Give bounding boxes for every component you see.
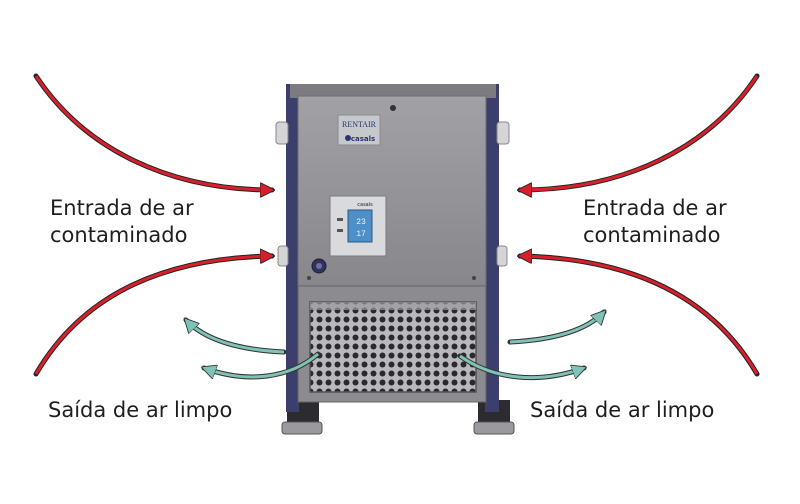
inlet-label-right: Entrada de ar contaminado [583,195,727,249]
outlet-arrow [507,309,607,345]
power-knob[interactable] [311,258,327,274]
grille [309,301,477,393]
outlet-arrow [204,352,319,377]
inlet-arrows [33,73,760,377]
inlet-label-right-line2: contaminado [583,223,721,247]
outlet-arrow [183,317,287,355]
inlet-arrow [34,256,272,375]
outlet-arrows [183,309,607,381]
inlet-arrow [517,73,760,193]
inlet-arrow [520,256,759,375]
inlet-label-left-line1: Entrada de ar [50,196,194,220]
display-readout-bottom: 17 [356,230,366,239]
device-feet [281,400,515,435]
inlet-arrow [33,253,275,377]
inlet-arrow [34,75,272,190]
outlet-arrow [459,354,584,378]
device-frame [286,84,499,412]
panel-logo: casals [357,202,373,208]
brand-logo: RENTAIR [342,120,377,129]
inlet-arrow [33,73,275,193]
inlet-arrow [520,75,759,190]
inlet-label-right-line1: Entrada de ar [583,196,727,220]
inlet-label-left: Entrada de ar contaminado [50,195,194,249]
outlet-arrow [509,312,604,344]
brand-logo-plate: RENTAIR casals [337,114,381,146]
front-panel [297,95,487,289]
maker-logo: casals [351,135,375,143]
control-panel-display[interactable]: casals 23 17 [329,195,387,257]
inlet-label-left-line2: contaminado [50,223,188,247]
air-purifier-unit: RENTAIR casals casals 23 17 [275,84,515,435]
outlet-arrow [186,320,285,354]
outlet-label-left: Saída de ar limpo [48,398,233,422]
side-handles [275,121,510,267]
inlet-arrow [517,253,760,377]
outlet-label-right: Saída de ar limpo [530,398,715,422]
display-readout-top: 23 [356,218,366,227]
